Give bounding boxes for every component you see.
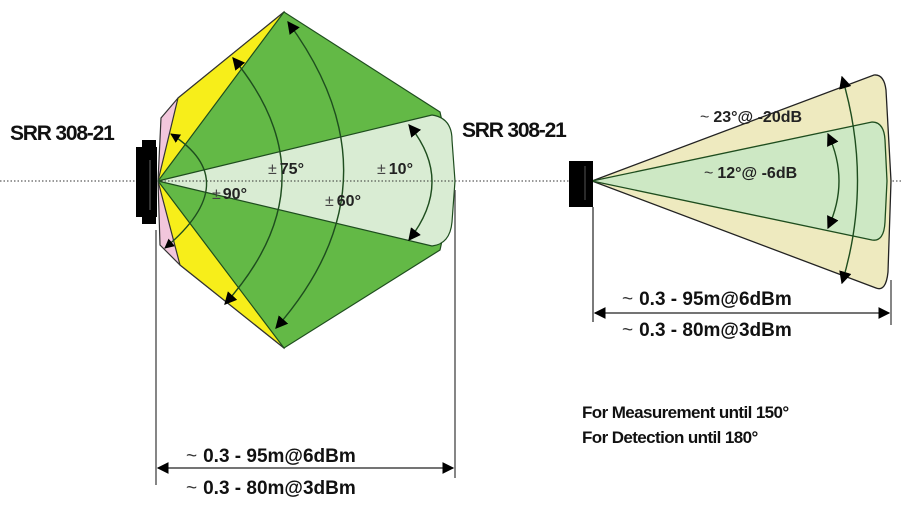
angle-label-10: ±10° [377, 161, 413, 178]
angle-label-60: ±60° [325, 193, 361, 210]
angle-label-90: ±90° [212, 186, 247, 203]
beam-label-12deg: ~12°@ -6dB [704, 165, 797, 182]
sensor-label-left: SRR 308-21 [10, 122, 115, 145]
left-coverage-diagram: SRR 308-21 ±90° ±75° ±60° ±10° ~0.3 - 95… [0, 10, 903, 499]
right-coverage-diagram: SRR 308-21 ~23°@ -20dB ~12°@ -6dB ~0.3 -… [462, 74, 892, 341]
angle-label-75: ±75° [268, 161, 304, 178]
range-label-left-95m: ~0.3 - 95m@6dBm [186, 446, 356, 467]
range-label-left-80m: ~0.3 - 80m@3dBm [186, 478, 356, 499]
range-label-right-95m: ~0.3 - 95m@6dBm [622, 289, 792, 310]
arc-23deg [839, 75, 859, 285]
beam-12deg [591, 121, 888, 241]
range-label-right-80m: ~0.3 - 80m@3dBm [622, 320, 792, 341]
note-detection: For Detection until 180° [582, 428, 758, 447]
note-measurement: For Measurement until 150° [582, 403, 789, 422]
arc-10deg [408, 124, 433, 241]
sensor-device-right [569, 161, 593, 207]
arc-90deg [164, 133, 208, 249]
sensor-label-right: SRR 308-21 [462, 119, 567, 142]
arc-12deg [827, 132, 840, 230]
beam-label-23deg: ~23°@ -20dB [700, 109, 802, 126]
sensor-device-left [136, 140, 157, 224]
arc-60deg [275, 20, 345, 329]
